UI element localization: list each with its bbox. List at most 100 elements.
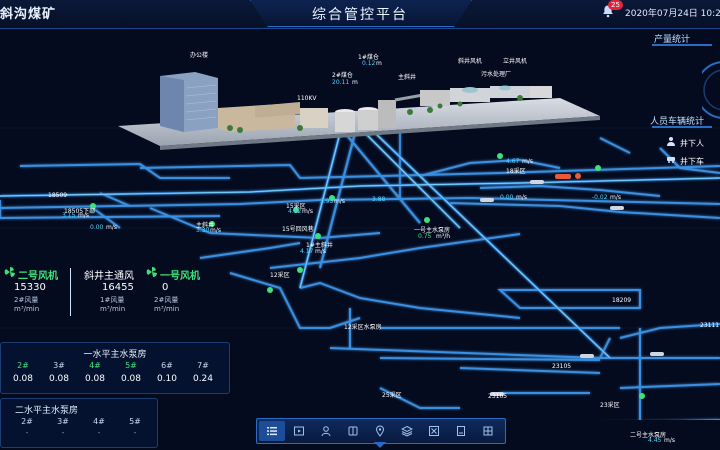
pump-num: 6# — [161, 361, 173, 370]
marker-value: -0.02 — [592, 194, 608, 201]
pump-value: 0.08 — [48, 374, 70, 384]
tunnel-label: 18509 — [48, 192, 68, 199]
pump-value: 0.10 — [156, 374, 178, 384]
marker-label: 18505下部 — [64, 208, 96, 215]
fan-desc: 2#风量 — [154, 296, 179, 304]
title-frame — [250, 0, 472, 27]
safety-icon — [429, 426, 439, 436]
notification-badge: 25 — [608, 0, 623, 10]
marker-label: 1#主斜井 — [306, 242, 333, 249]
title-underline — [652, 44, 712, 46]
layers-button[interactable] — [394, 421, 420, 441]
marker-unit: m/s — [522, 158, 533, 165]
marker-value: 0.00 — [500, 194, 514, 201]
pump-num-row: 2# 3# 4# 5# — [9, 417, 153, 426]
tunnel-label: 23105 — [552, 363, 572, 370]
title-underline — [652, 126, 712, 128]
pump-value: - — [25, 429, 29, 437]
marker-label: 12采区 — [270, 272, 290, 279]
pump-room-title: 二水平主水泵房 — [15, 406, 79, 416]
pump-value: - — [97, 429, 101, 437]
pump-num: 2# — [17, 361, 29, 370]
pump-value-row: 0.08 0.08 0.08 0.08 0.10 0.24 — [5, 374, 221, 384]
marker-label: 15采区 — [286, 203, 306, 210]
pump-value-row: - - - - — [9, 429, 153, 437]
surface-plant-model[interactable] — [118, 72, 600, 150]
pump-num: 4# — [93, 417, 105, 426]
marker-value: 3.88 — [372, 196, 386, 203]
pump-num: 2# — [21, 417, 33, 426]
report-icon — [457, 426, 465, 436]
fan-unit: m³/min — [154, 305, 180, 313]
pump-room-title: 一水平主水泵房 — [83, 350, 147, 360]
marker-unit: m/s — [664, 437, 675, 444]
marker-label: 15号回风巷 — [282, 226, 314, 233]
label-coal-silo-2: 2#煤仓 — [332, 72, 353, 79]
fan-icon — [4, 266, 15, 277]
tunnel-label: 23111 — [700, 322, 720, 329]
label-inclined-fan: 斜井风机 — [458, 58, 483, 65]
video-icon — [294, 426, 304, 436]
fan-name: 一号风机 — [160, 271, 200, 282]
list-icon — [267, 427, 277, 436]
marker-unit: m/s — [78, 212, 89, 219]
label-sewage: 污水处理厂 — [481, 71, 512, 78]
fan-divider — [70, 268, 71, 316]
marker-value: 4.17 — [300, 248, 314, 255]
list-button[interactable] — [259, 421, 285, 441]
production-gauge — [702, 61, 720, 119]
marker-label: 12采区水泵房 — [344, 324, 382, 331]
marker-unit: m³/h — [436, 233, 451, 240]
mine-map[interactable] — [0, 28, 720, 420]
fan-desc: 2#风量 — [14, 296, 39, 304]
marker-value: 3.15 — [62, 212, 76, 219]
person-icon — [321, 426, 331, 437]
location-button[interactable] — [367, 421, 393, 441]
marker-unit: m/s — [516, 194, 527, 201]
pump-value: 0.24 — [192, 374, 214, 384]
pump-num: 7# — [197, 361, 209, 370]
tunnel-label: 18209 — [612, 297, 632, 304]
marker-value: 3.93 — [320, 198, 334, 205]
pump-value: - — [133, 429, 137, 437]
production-title: 产量统计 — [654, 35, 691, 45]
brand-name: 斜沟煤矿 — [0, 7, 57, 22]
marker-label: 18采区 — [506, 168, 526, 175]
tunnel-label: 23105 — [488, 393, 508, 400]
personnel-title: 人员车辆统计 — [650, 117, 705, 127]
person-icon — [667, 137, 675, 146]
grid-button[interactable] — [475, 421, 501, 441]
label-office: 办公楼 — [190, 52, 209, 59]
marker-unit: m/s — [334, 198, 345, 205]
coal-silo-2-unit: m — [352, 79, 358, 86]
toolbar-pointer — [374, 442, 386, 448]
marker-unit: m/s — [610, 194, 621, 201]
marker-value: 0.75 — [418, 233, 432, 240]
coal-silo-1-value: 0.12 — [362, 60, 376, 67]
marker-value: 4.67 — [506, 158, 520, 165]
sensor-markers[interactable] — [90, 153, 664, 399]
safety-button[interactable] — [421, 421, 447, 441]
pump-num: 3# — [53, 361, 65, 370]
marker-unit: m/s — [315, 248, 326, 255]
right-panel: 产量统计 人员车辆统计 井下人 井下车 — [640, 30, 720, 230]
fan-name: 斜井主通风 — [84, 271, 134, 282]
pump-room-2: 二水平主水泵房 2# 3# 4# 5# - - - - — [0, 398, 158, 448]
person-button[interactable] — [313, 421, 339, 441]
grid-icon — [483, 426, 493, 436]
video-button[interactable] — [286, 421, 312, 441]
car-button[interactable] — [340, 421, 366, 441]
datetime: 2020年07月24日 10:2 — [625, 9, 720, 19]
pump-value: 0.08 — [84, 374, 106, 384]
coal-silo-2-value: 20.11 — [332, 79, 350, 86]
pump-num: 3# — [57, 417, 69, 426]
marker-value: 4.02 — [288, 208, 302, 215]
fan-value: 0 — [162, 282, 169, 293]
pump-num: 5# — [129, 417, 141, 426]
fan-unit: m³/min — [100, 305, 126, 313]
pump-value: 0.08 — [12, 374, 34, 384]
report-button[interactable] — [448, 421, 474, 441]
label-substation: 110KV — [297, 95, 317, 102]
fan-unit: m³/min — [14, 305, 40, 313]
label-main-shaft: 主斜井 — [398, 74, 417, 81]
